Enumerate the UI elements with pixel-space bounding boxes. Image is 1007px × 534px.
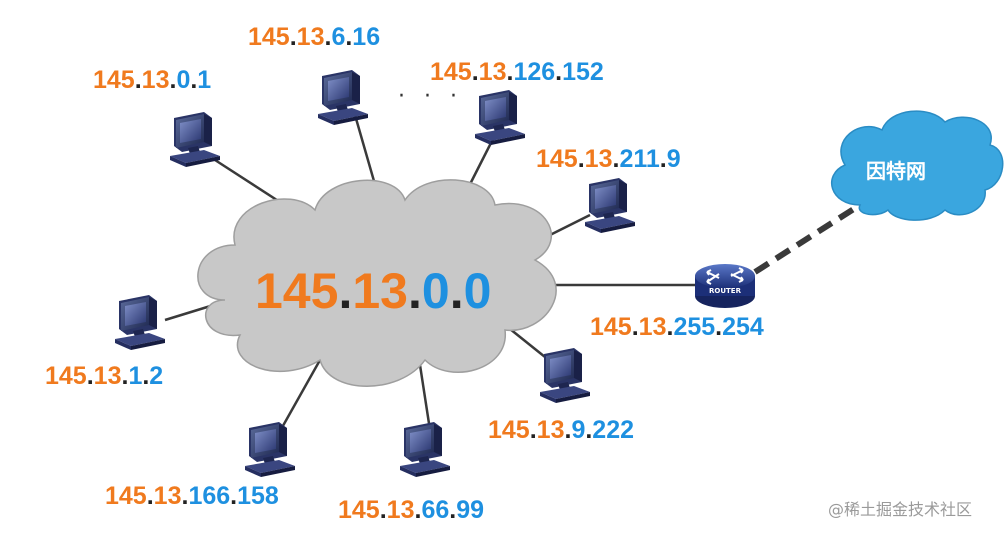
ip-octet: 2 xyxy=(149,362,164,390)
ip-octet: 13 xyxy=(141,66,170,94)
ip-dot: . xyxy=(324,23,332,51)
router-label: ROUTER xyxy=(709,287,742,295)
internet-label: 因特网 xyxy=(866,159,926,183)
host-ip-label-h4: 145.13.211.9 xyxy=(536,147,681,172)
ip-octet: 145 xyxy=(248,23,290,51)
internet-link xyxy=(753,202,862,275)
ip-dot: . xyxy=(289,23,297,51)
ip-dot: . xyxy=(121,362,129,390)
computer-icon-h7 xyxy=(245,422,295,477)
ip-dot: . xyxy=(529,416,537,444)
ip-octet: 0 xyxy=(421,263,450,319)
ip-dot: . xyxy=(577,145,585,173)
ip-octet: 145 xyxy=(338,496,380,524)
ip-octet: 1 xyxy=(128,362,143,390)
ip-dot: . xyxy=(345,23,353,51)
computer-icon-h6 xyxy=(540,348,590,403)
ip-octet: 16 xyxy=(352,23,381,51)
ip-octet: 13 xyxy=(352,263,408,319)
ip-octet: 13 xyxy=(153,482,182,510)
ip-octet: 9 xyxy=(666,145,681,173)
computer-icon-h3 xyxy=(475,90,525,145)
ip-octet: 1 xyxy=(197,66,212,94)
ip-octet: 13 xyxy=(584,145,613,173)
ip-octet: 0 xyxy=(463,263,492,319)
ip-octet: 254 xyxy=(722,313,764,341)
ip-octet: 145 xyxy=(93,66,135,94)
router-icon: ROUTER xyxy=(695,264,755,308)
computer-icon-h5 xyxy=(115,295,165,350)
ip-octet: 0 xyxy=(176,66,191,94)
ip-dot: . xyxy=(449,496,457,524)
ip-dot: . xyxy=(585,416,593,444)
ip-dot: . xyxy=(181,482,189,510)
ip-octet: 166 xyxy=(188,482,231,510)
ip-octet: 13 xyxy=(638,313,667,341)
ip-octet: 145 xyxy=(45,362,87,390)
ip-octet: 126 xyxy=(513,58,556,86)
ip-dot: . xyxy=(471,58,479,86)
ip-dot: . xyxy=(134,66,142,94)
ip-dot: . xyxy=(612,145,620,173)
ip-octet: 152 xyxy=(562,58,604,86)
ip-dot: . xyxy=(379,496,387,524)
ip-dot: . xyxy=(169,66,177,94)
ip-dot: . xyxy=(564,416,572,444)
ip-dot: . xyxy=(449,263,464,319)
host-ip-label-h6: 145.13.9.222 xyxy=(488,418,634,443)
ip-octet: 13 xyxy=(93,362,122,390)
computer-icon-h1 xyxy=(170,112,220,167)
network-id-label: 145.13.0.0 xyxy=(255,266,491,316)
ip-dot: . xyxy=(506,58,514,86)
ip-octet: 13 xyxy=(386,496,415,524)
ip-dot: . xyxy=(414,496,422,524)
host-ip-label-h7: 145.13.166.158 xyxy=(105,484,279,509)
host-ip-label-h8: 145.13.66.99 xyxy=(338,498,484,523)
host-ip-label-h1: 145.13.0.1 xyxy=(93,68,211,93)
ip-octet: 13 xyxy=(536,416,565,444)
network-cloud xyxy=(197,179,557,387)
link-h8 xyxy=(418,364,432,431)
ip-dot: . xyxy=(555,58,563,86)
ellipsis: · · · xyxy=(398,84,463,109)
ip-octet: 99 xyxy=(456,496,485,524)
ip-octet: 145 xyxy=(488,416,530,444)
ip-octet: 9 xyxy=(571,416,586,444)
ip-dot: . xyxy=(230,482,238,510)
ip-octet: 6 xyxy=(331,23,346,51)
ip-octet: 145 xyxy=(105,482,147,510)
host-ip-label-h5: 145.13.1.2 xyxy=(45,364,163,389)
host-ip-label-h2: 145.13.6.16 xyxy=(248,25,380,50)
watermark: @稀土掘金技术社区 xyxy=(828,500,973,519)
ip-dot: . xyxy=(715,313,723,341)
ip-dot: . xyxy=(338,263,353,319)
ip-dot: . xyxy=(190,66,198,94)
ip-octet: 255 xyxy=(673,313,716,341)
ip-octet: 13 xyxy=(478,58,507,86)
router-ip-label: 145.13.255.254 xyxy=(590,315,764,340)
ip-octet: 145 xyxy=(536,145,578,173)
ip-dot: . xyxy=(659,145,667,173)
host-ip-label-h3: 145.13.126.152 xyxy=(430,60,604,85)
ip-dot: . xyxy=(407,263,422,319)
ip-octet: 66 xyxy=(421,496,450,524)
internet-cloud xyxy=(830,110,1004,221)
ip-octet: 211 xyxy=(619,145,660,173)
ip-dot: . xyxy=(631,313,639,341)
ip-octet: 222 xyxy=(592,416,635,444)
ip-octet: 145 xyxy=(430,58,472,86)
ip-octet: 13 xyxy=(296,23,325,51)
computer-icon-h2 xyxy=(318,70,368,125)
ip-dot: . xyxy=(666,313,674,341)
ip-octet: 158 xyxy=(237,482,279,510)
ip-dot: . xyxy=(142,362,150,390)
computer-icon-h8 xyxy=(400,422,450,477)
ip-dot: . xyxy=(146,482,154,510)
ip-dot: . xyxy=(86,362,94,390)
ip-octet: 145 xyxy=(255,263,339,319)
ip-octet: 145 xyxy=(590,313,632,341)
computer-icon-h4 xyxy=(585,178,635,233)
